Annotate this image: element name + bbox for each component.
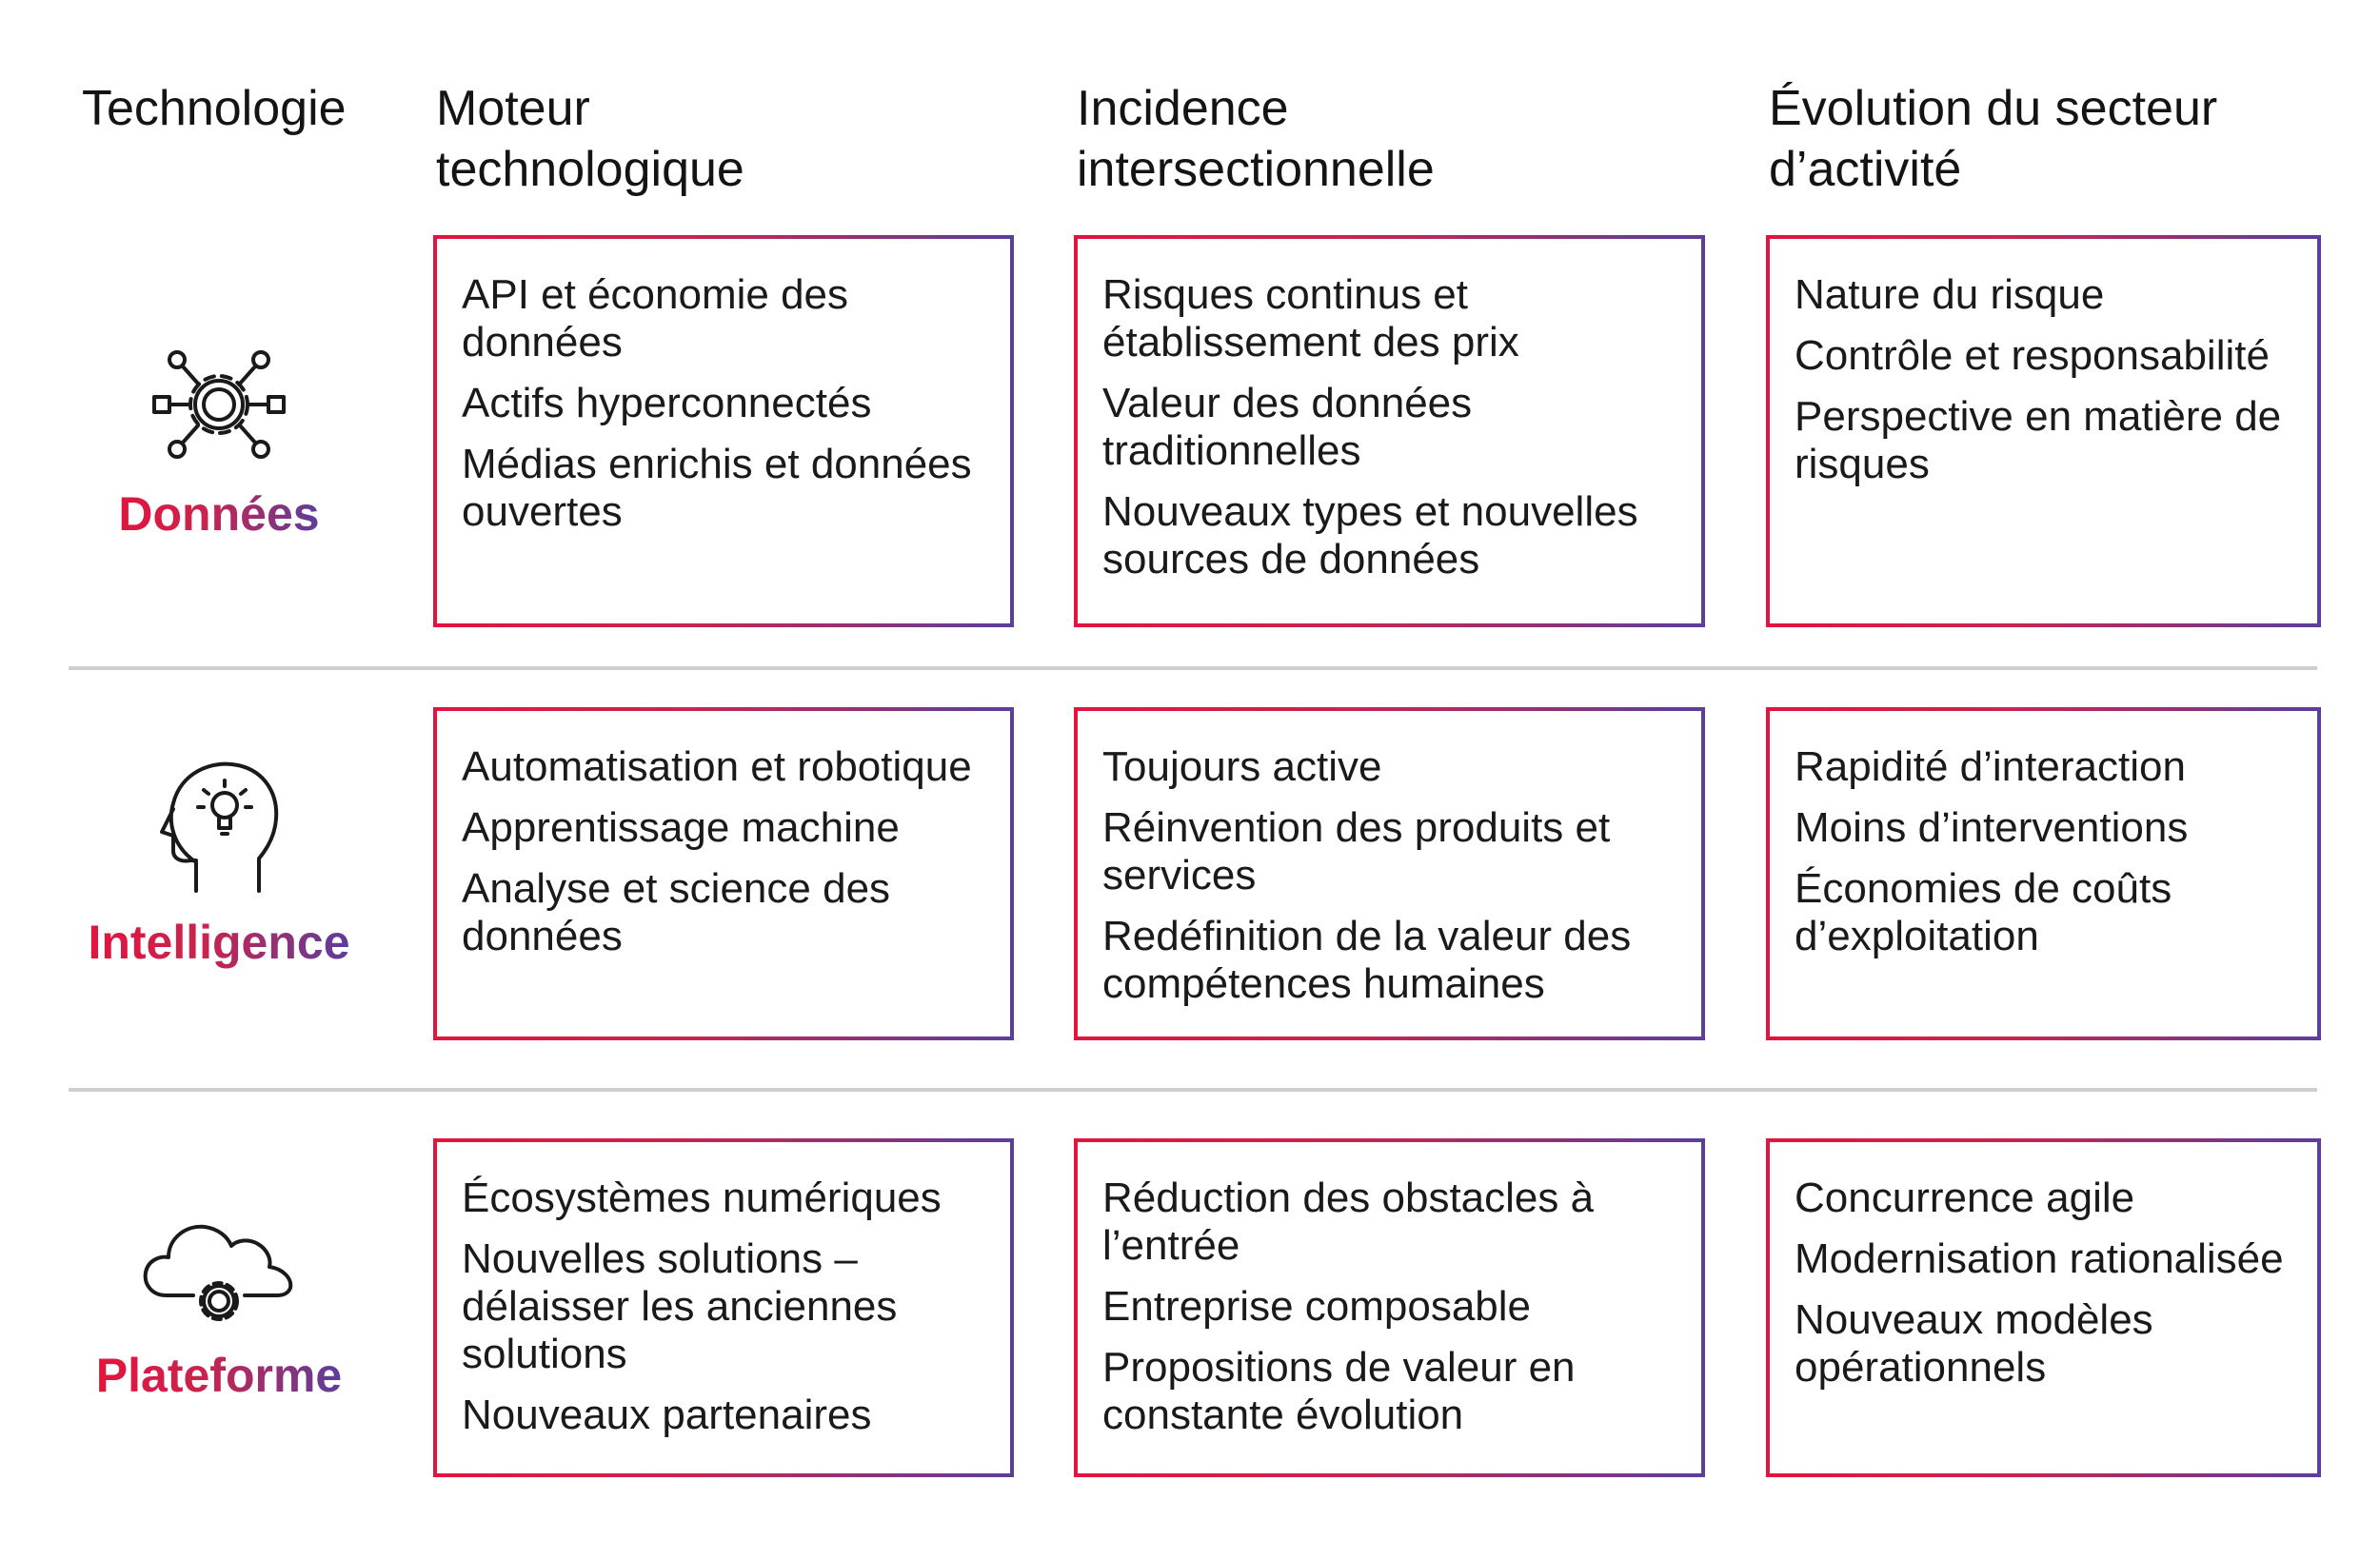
- evolution-box-data: Nature du risque Contrôle et responsabil…: [1766, 235, 2321, 627]
- list-item: Médias enrichis et données ouvertes: [462, 441, 972, 535]
- row-divider: [69, 1088, 2317, 1092]
- header-impact: Incidence intersectionnelle: [1077, 81, 1435, 197]
- tech-label-intelligence: Intelligence: [88, 916, 350, 969]
- tech-cell-platform: Plateforme: [38, 1214, 400, 1404]
- cloud-gear-icon: [143, 1224, 293, 1321]
- header-driver: Moteur technologique: [436, 81, 744, 197]
- list-item: Nouveaux partenaires: [462, 1392, 872, 1438]
- list-item: Nature du risque: [1795, 271, 2105, 318]
- list-item: Nouvelles solutions – délaisser les anci…: [462, 1235, 898, 1377]
- list-item: Économies de coûts d’exploitation: [1795, 865, 2172, 959]
- list-item: Actifs hyperconnectés: [462, 380, 872, 426]
- list-item: Perspective en matière de risques: [1795, 393, 2282, 487]
- list-item: Écosystèmes numériques: [462, 1175, 942, 1221]
- list-item: Redéfinition de la valeur des compétence…: [1102, 913, 1632, 1007]
- list-item: Toujours active: [1102, 743, 1382, 790]
- list-item: Valeur des données traditionnelles: [1102, 380, 1473, 474]
- tech-label-platform: Plateforme: [95, 1349, 343, 1402]
- list-item: Nouveaux modèles opérationnels: [1795, 1296, 2153, 1391]
- list-item: Concurrence agile: [1795, 1175, 2135, 1221]
- list-item: Risques continus et établissement des pr…: [1102, 271, 1519, 365]
- list-item: API et économie des données: [462, 271, 849, 365]
- list-item: Propositions de valeur en constante évol…: [1102, 1344, 1576, 1438]
- list-item: Modernisation rationalisée: [1795, 1235, 2284, 1282]
- list-item: Entreprise composable: [1102, 1283, 1532, 1330]
- row-divider: [69, 666, 2317, 670]
- driver-box-data: API et économie des données Actifs hyper…: [433, 235, 1014, 627]
- impact-box-data: Risques continus et établissement des pr…: [1074, 235, 1705, 627]
- list-item: Automatisation et robotique: [462, 743, 972, 790]
- tech-label-data: Données: [118, 487, 320, 541]
- impact-box-intelligence: Toujours active Réinvention des produits…: [1074, 707, 1705, 1040]
- driver-box-platform: Écosystèmes numériques Nouvelles solutio…: [433, 1138, 1014, 1477]
- header-technology: Technologie: [82, 81, 347, 136]
- list-item: Apprentissage machine: [462, 804, 900, 851]
- tech-cell-data: Données: [38, 343, 400, 543]
- impact-box-platform: Réduction des obstacles à l’entrée Entre…: [1074, 1138, 1705, 1477]
- list-item: Rapidité d’interaction: [1795, 743, 2186, 790]
- tech-cell-intelligence: Intelligence: [38, 752, 400, 971]
- list-item: Réinvention des produits et services: [1102, 804, 1611, 898]
- evolution-box-intelligence: Rapidité d’interaction Moins d’intervent…: [1766, 707, 2321, 1040]
- header-evolution: Évolution du secteur d’activité: [1769, 81, 2218, 197]
- list-item: Nouveaux types et nouvelles sources de d…: [1102, 488, 1638, 583]
- list-item: Moins d’interventions: [1795, 804, 2189, 851]
- list-item: Contrôle et responsabilité: [1795, 332, 2270, 379]
- evolution-box-platform: Concurrence agile Modernisation rational…: [1766, 1138, 2321, 1477]
- list-item: Réduction des obstacles à l’entrée: [1102, 1175, 1595, 1269]
- data-network-gear-icon: [152, 350, 286, 459]
- head-lightbulb-icon: [160, 761, 279, 893]
- driver-box-intelligence: Automatisation et robotique Apprentissag…: [433, 707, 1014, 1040]
- list-item: Analyse et science des données: [462, 865, 891, 959]
